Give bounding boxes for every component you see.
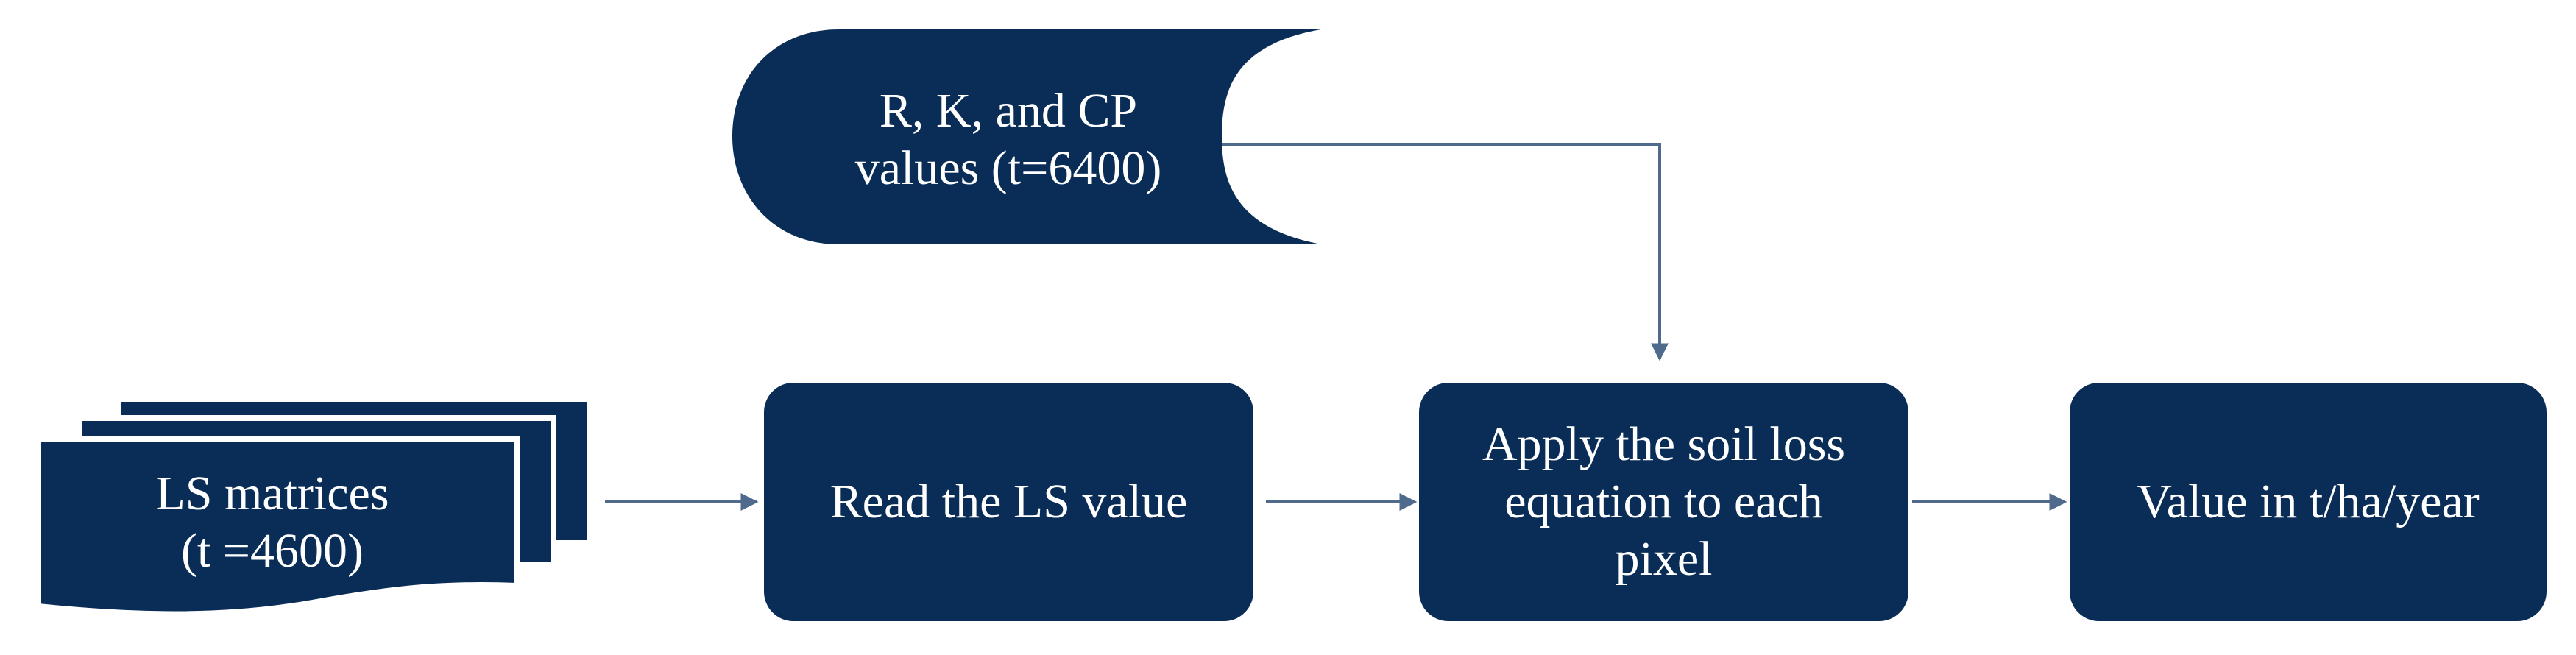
node-inputs-label: R, K, and CP values (t=6400) [802, 66, 1214, 213]
edge-inputs-to-apply [1222, 143, 1669, 361]
node-matrices-label: LS matrices (t =4600) [44, 453, 500, 592]
node-result-text: Value in t/ha/year [2137, 475, 2480, 529]
node-result-shape [2070, 383, 2547, 621]
node-matrices-line-2: (t =4600) [180, 524, 364, 578]
node-result-label: Value in t/ha/year [2070, 383, 2547, 621]
node-apply-line-2: equation to each [1504, 475, 1823, 529]
node-apply-line-1: Apply the soil loss [1482, 417, 1846, 472]
multi-document-shape-matrices [35, 396, 593, 617]
node-read-text: Read the LS value [829, 475, 1188, 529]
node-apply-line-3: pixel [1615, 531, 1713, 586]
node-inputs-line-2: values (t=6400) [854, 141, 1162, 195]
stored-data-shape-inputs [732, 29, 1321, 244]
document-sheet-front [35, 436, 520, 617]
node-inputs-line-1: R, K, and CP [879, 84, 1138, 138]
node-read-label: Read the LS value [764, 383, 1253, 621]
node-matrices-line-1: LS matrices [155, 467, 389, 521]
node-apply-shape [1419, 383, 1908, 621]
node-read-shape [764, 383, 1253, 621]
node-apply-label: Apply the soil loss equation to each pix… [1419, 383, 1908, 621]
